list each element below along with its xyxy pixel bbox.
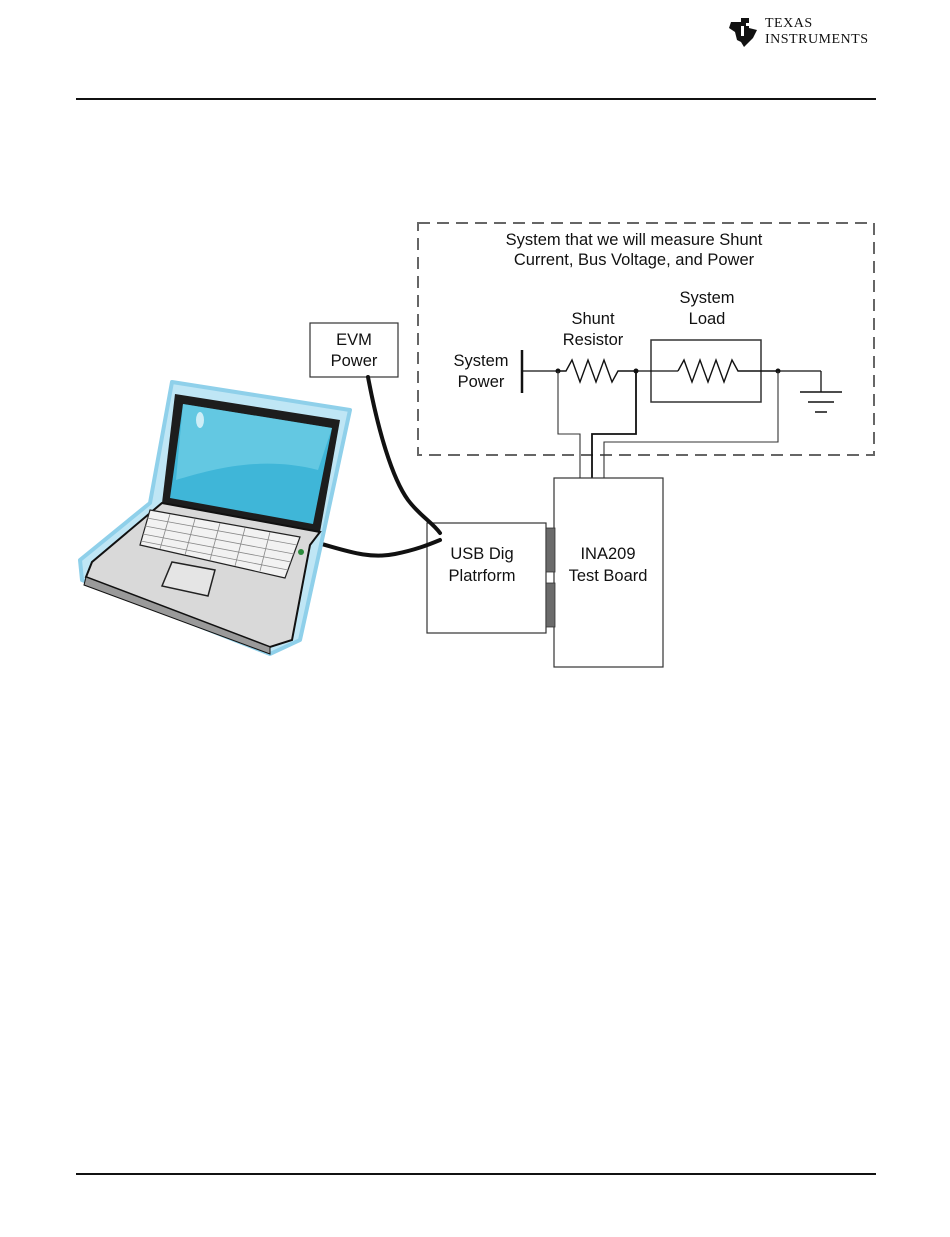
sense-wire-1 (558, 371, 580, 478)
shunt-line1: Shunt (571, 310, 615, 328)
system-label-line1: System that we will measure Shunt (506, 231, 763, 249)
footer-rule (76, 1173, 876, 1175)
evm-power-line1: EVM (336, 331, 372, 349)
usb-cable (310, 540, 440, 556)
system-power-line1: System (453, 352, 508, 370)
shunt-line2: Resistor (563, 331, 624, 349)
load-line1: System (679, 289, 734, 307)
sense-wire-2 (592, 371, 636, 478)
system-label-line2: Current, Bus Voltage, and Power (514, 251, 755, 269)
usb-line1: USB Dig (450, 545, 513, 563)
ground-symbol (800, 392, 842, 412)
connector-bottom (546, 583, 555, 627)
power-led-icon (298, 549, 304, 555)
evm-power-line2: Power (331, 352, 378, 370)
shunt-resistor (558, 360, 636, 382)
usb-line2: Platrform (449, 567, 516, 585)
connector-top (546, 528, 555, 572)
ina-line1: INA209 (580, 545, 635, 563)
laptop-illustration (80, 382, 350, 654)
ina-line2: Test Board (569, 567, 648, 585)
system-power-line2: Power (458, 373, 505, 391)
load-line2: Load (689, 310, 726, 328)
